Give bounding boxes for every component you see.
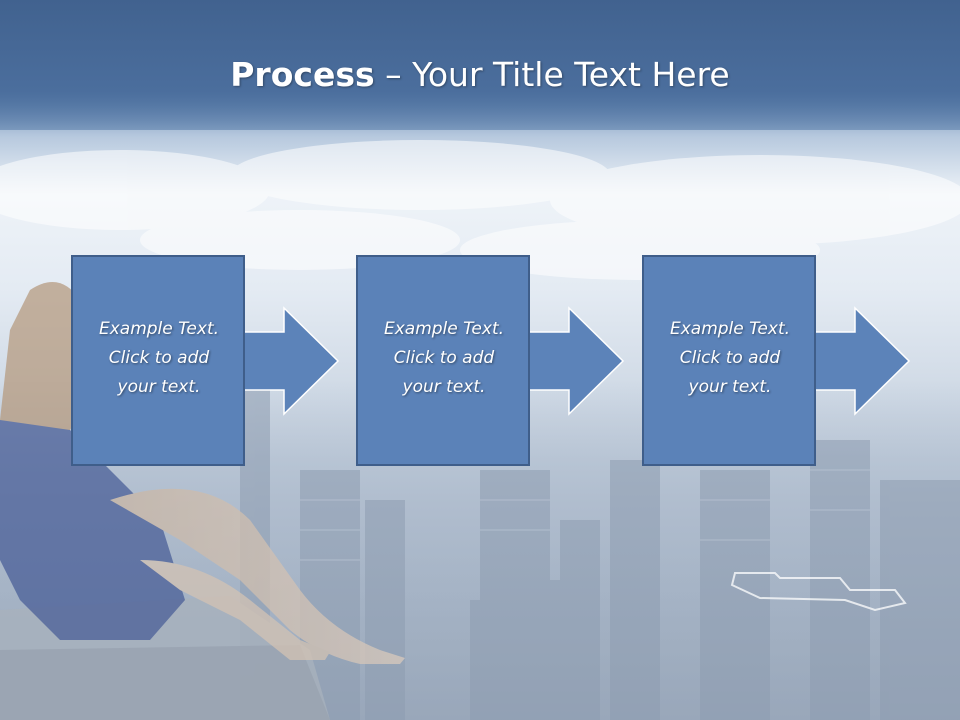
right-arrow-icon <box>242 306 340 416</box>
step-line-2: Click to add <box>679 348 781 368</box>
step-3-shape <box>642 255 911 466</box>
building-windows <box>300 469 870 561</box>
step-line-2: Click to add <box>108 348 210 368</box>
step-line-3: your text. <box>402 377 486 397</box>
title-band <box>0 0 960 130</box>
step-1-shape <box>71 255 340 466</box>
step-line-2: Click to add <box>393 348 495 368</box>
title-rest: – Your Title Text Here <box>374 55 730 94</box>
process-step-3[interactable]: Example Text. Click to add your text. <box>642 255 932 470</box>
step-line-1: Example Text. <box>669 319 791 339</box>
step-2-shape <box>356 255 625 466</box>
step-line-3: your text. <box>117 377 201 397</box>
slide-title: Process – Your Title Text Here <box>0 52 960 98</box>
step-line-3: your text. <box>688 377 772 397</box>
process-step-1[interactable]: Example Text. Click to add your text. <box>71 255 361 470</box>
step-box <box>356 255 530 466</box>
rooftop-outline <box>730 572 907 612</box>
step-box <box>642 255 816 466</box>
step-text: Example Text. Click to add your text. <box>644 315 816 402</box>
step-text: Example Text. Click to add your text. <box>73 315 245 402</box>
step-text: Example Text. Click to add your text. <box>358 315 530 402</box>
step-line-1: Example Text. <box>383 319 505 339</box>
right-arrow-icon <box>813 306 911 416</box>
title-bold: Process <box>230 55 375 94</box>
step-box <box>71 255 245 466</box>
step-line-1: Example Text. <box>98 319 220 339</box>
right-arrow-icon <box>527 306 625 416</box>
process-step-2[interactable]: Example Text. Click to add your text. <box>356 255 646 470</box>
